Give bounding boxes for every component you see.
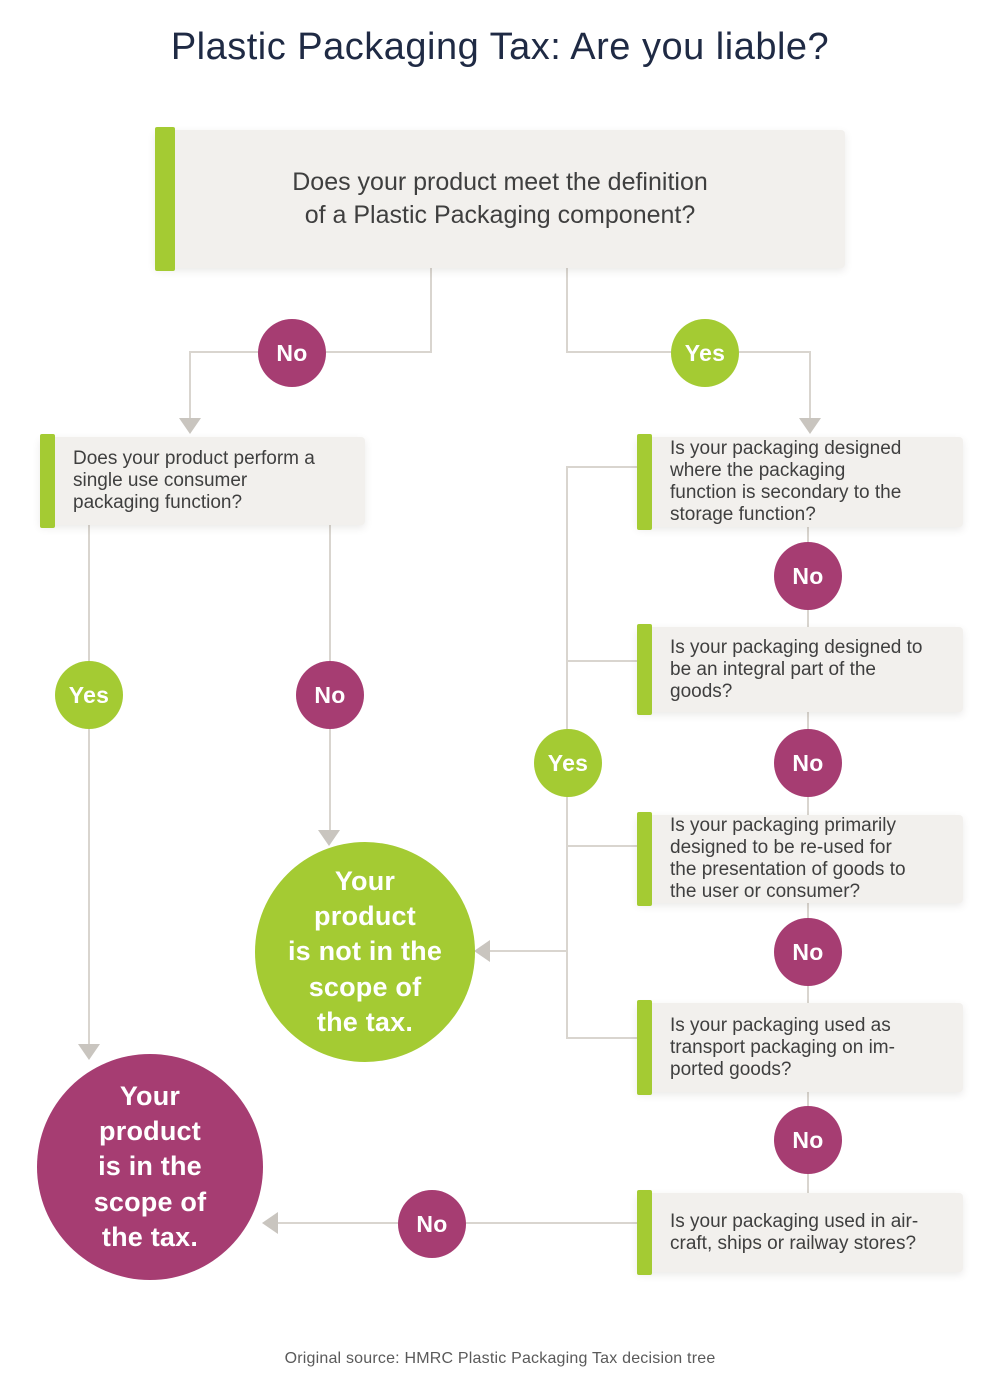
question-line: Does your product meet the definition	[292, 168, 708, 196]
badge-label: Yes	[547, 749, 589, 776]
badge-label: Yes	[684, 339, 726, 366]
question-line: Is your packaging used as	[670, 1014, 891, 1036]
badge-label: No	[792, 562, 824, 589]
accent-bar	[637, 1190, 652, 1275]
badge-label: No	[792, 938, 824, 965]
question-line: Is your packaging primarily	[670, 814, 896, 836]
arrowhead-trunk-to-not-in-scope	[474, 940, 490, 962]
badge-label: No	[416, 1210, 448, 1237]
outcome-line: scope of	[308, 971, 422, 1002]
question-text: Is your packaging used in air- craft, sh…	[670, 1210, 959, 1254]
badge-yes-trunk: Yes	[534, 729, 602, 797]
question-line: function is secondary to the	[670, 482, 902, 503]
node-question-transport: Is your packaging used as transport pack…	[637, 1000, 963, 1095]
accent-bar	[637, 624, 652, 715]
accent-bar	[155, 127, 175, 271]
connector-trunk-to-transport	[566, 1037, 637, 1039]
connector-trunk-to-reused	[566, 845, 637, 847]
connector-to-storage	[809, 351, 811, 419]
question-text: Is your packaging designed to be an inte…	[670, 636, 959, 702]
outcome-line: is in the	[98, 1151, 202, 1182]
outcome-line: product	[99, 1116, 201, 1147]
node-question-definition: Does your product meet the definition of…	[155, 127, 845, 271]
outcome-in-scope: Your product is in the scope of the tax.	[37, 1054, 263, 1280]
badge-no-single-use: No	[296, 661, 364, 729]
question-line: packaging function?	[73, 492, 243, 514]
arrowhead-to-storage	[799, 418, 821, 434]
node-question-reused: Is your packaging primarily designed to …	[637, 812, 963, 906]
question-line: where the packaging	[670, 459, 846, 481]
question-line: of a Plastic Packaging component?	[304, 201, 696, 229]
question-line: Is your packaging used in air-	[670, 1210, 919, 1232]
source-credit: Original source: HMRC Plastic Packaging …	[284, 1350, 716, 1367]
accent-bar	[637, 812, 652, 906]
badge-label: No	[276, 339, 308, 366]
question-line: ported goods?	[670, 1058, 792, 1080]
question-line: craft, ships or railway stores?	[670, 1232, 917, 1254]
question-line: transport packaging on im-	[670, 1036, 895, 1058]
arrowhead-to-single-use	[179, 418, 201, 434]
connector-top-left-drop	[430, 268, 432, 353]
badge-label: No	[792, 1126, 824, 1153]
question-line: Is your packaging designed	[670, 437, 902, 459]
badge-no-aircraft: No	[398, 1190, 466, 1258]
badge-no-integral: No	[774, 729, 842, 797]
connector-trunk-to-integral	[566, 660, 637, 662]
question-line: storage function?	[670, 504, 816, 526]
badge-no-definition: No	[258, 319, 326, 387]
question-line: designed to be re-used for	[670, 836, 892, 858]
badge-no-transport: No	[774, 1106, 842, 1174]
badge-yes-single-use: Yes	[55, 661, 123, 729]
badge-label: No	[792, 749, 824, 776]
question-line: single use consumer	[73, 469, 248, 491]
arrowhead-aircraft-to-in-scope	[262, 1212, 278, 1234]
outcome-line: Your	[334, 866, 396, 897]
question-line: be an integral part of the	[670, 658, 876, 680]
question-line: Does your product perform a	[73, 447, 315, 469]
connector-trunk-to-storage	[566, 466, 637, 468]
outcome-line: the tax.	[101, 1221, 199, 1252]
node-question-single-use: Does your product perform a single use c…	[40, 434, 365, 528]
question-text: Does your product perform a single use c…	[73, 448, 361, 514]
question-line: Is your packaging designed to	[670, 636, 923, 658]
outcome-line: the tax.	[316, 1006, 414, 1037]
arrowhead-to-in-scope	[78, 1044, 100, 1060]
connector-to-single-use	[189, 351, 191, 419]
badge-label: No	[314, 681, 346, 708]
question-text: Is your packaging primarily designed to …	[670, 815, 959, 903]
connector-top-right-drop	[566, 268, 568, 353]
question-line: the user or consumer?	[670, 881, 861, 903]
badge-no-storage: No	[774, 542, 842, 610]
arrowhead-to-not-in-scope	[318, 830, 340, 846]
question-text: Is your packaging used as transport pack…	[670, 1014, 959, 1080]
outcome-line: product	[314, 901, 416, 932]
node-question-aircraft: Is your packaging used in air- craft, sh…	[637, 1190, 963, 1275]
node-question-integral: Is your packaging designed to be an inte…	[637, 624, 963, 715]
question-text: Does your product meet the definition of…	[179, 166, 821, 232]
question-line: goods?	[670, 680, 733, 702]
accent-bar	[40, 434, 55, 528]
outcome-line: Your	[119, 1081, 181, 1112]
badge-label: Yes	[68, 681, 110, 708]
badge-no-reused: No	[774, 918, 842, 986]
connector-yes-to-in-scope	[88, 525, 90, 1044]
outcome-line: is not in the	[287, 936, 443, 967]
question-line: the presentation of goods to	[670, 859, 906, 880]
page-title: Plastic Packaging Tax: Are you liable?	[170, 26, 830, 68]
outcome-line: scope of	[93, 1186, 207, 1217]
outcome-not-in-scope: Your product is not in the scope of the …	[255, 842, 475, 1062]
node-question-storage: Is your packaging designed where the pac…	[637, 434, 963, 530]
badge-yes-definition: Yes	[671, 319, 739, 387]
connector-trunk-to-not-in-scope	[490, 950, 568, 952]
question-text: Is your packaging designed where the pac…	[670, 438, 959, 526]
accent-bar	[637, 434, 652, 530]
accent-bar	[637, 1000, 652, 1095]
